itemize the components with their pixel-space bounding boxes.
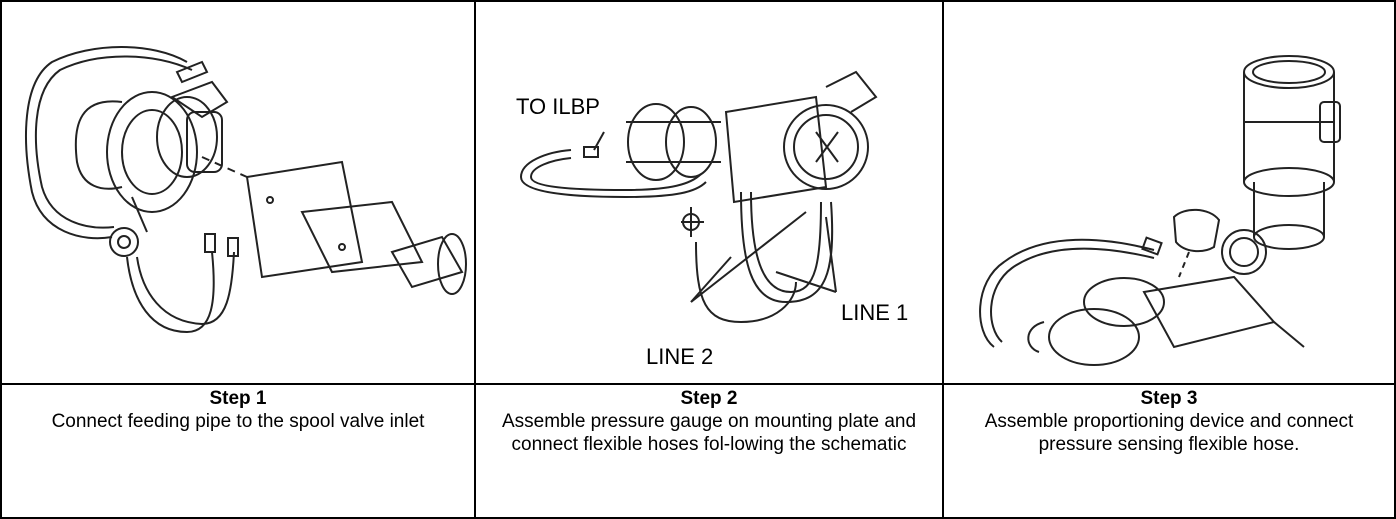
gauge-assembly-drawing: TO ILBP LINE 1 LINE 2 (516, 70, 908, 369)
line-2-label: LINE 2 (646, 344, 713, 369)
step-3-illustration (942, 0, 1396, 385)
step-1-illustration (0, 0, 476, 385)
to-ilbp-label: TO ILBP (516, 94, 600, 119)
step-1-caption: Step 1 Connect feeding pipe to the spool… (0, 383, 476, 519)
step-3-title: Step 3 (1140, 388, 1198, 409)
step-2-title: Step 2 (680, 388, 738, 409)
step-3-description: Assemble proportioning device and connec… (984, 411, 1354, 455)
proportioner-assembly-drawing (979, 55, 1341, 366)
step-2-description: Assemble pressure gauge on mounting plat… (501, 411, 917, 455)
step-3-caption: Step 3 Assemble proportioning device and… (942, 383, 1396, 519)
step-2-caption: Step 2 Assemble pressure gauge on mounti… (474, 383, 944, 519)
step-1-title: Step 1 (209, 388, 267, 409)
line-1-label: LINE 1 (841, 300, 908, 325)
step-1-description: Connect feeding pipe to the spool valve … (51, 411, 425, 432)
valve-assembly-drawing (25, 46, 467, 334)
step-2-illustration: TO ILBP LINE 1 LINE 2 (474, 0, 944, 385)
